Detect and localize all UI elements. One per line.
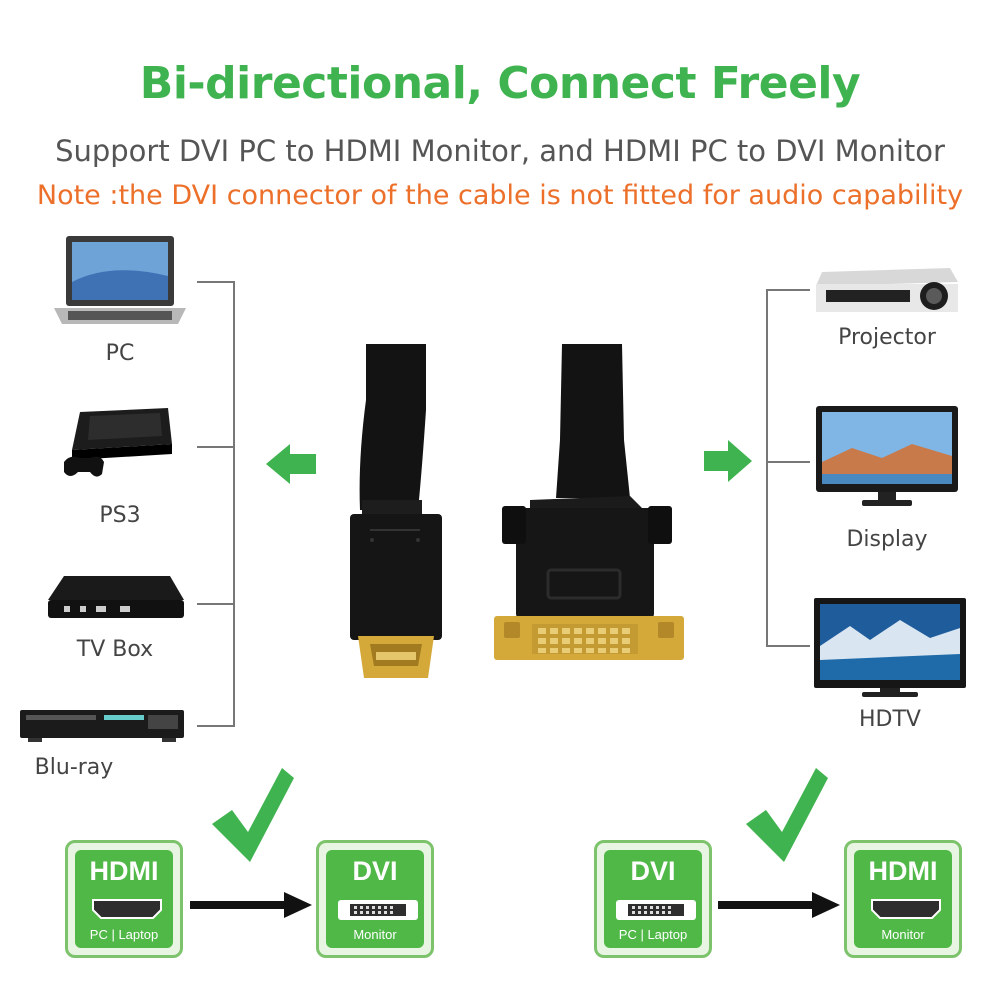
- hdmi-dvi-cable-illustration: [350, 344, 684, 678]
- blu-ray-player-icon: [20, 710, 184, 742]
- page-title: Bi-directional, Connect Freely: [139, 58, 861, 109]
- laptop-icon: [54, 236, 186, 324]
- left-bracket-tick-tvbox: [197, 603, 235, 605]
- subtitle: Support DVI PC to HDMI Monitor, and HDMI…: [55, 134, 945, 168]
- box-panel: HDMI PC | Laptop: [75, 850, 173, 948]
- left-bracket: [197, 281, 235, 727]
- green-arrow-left-icon: [266, 444, 316, 484]
- check-mark-icon-left: [212, 768, 294, 862]
- flow-arrow-left-diagram: [190, 892, 312, 918]
- source-device-ps3: PS3: [50, 400, 190, 530]
- display-label: Display: [846, 527, 928, 552]
- right-bracket-tick-display: [766, 461, 810, 463]
- dvi-port-icon: [338, 900, 418, 920]
- dvi-port-icon: [616, 900, 696, 920]
- source-label: TV Box: [76, 637, 154, 662]
- check-mark-icon-right: [746, 768, 828, 862]
- source-label: PC: [105, 341, 135, 366]
- dvi-source-box: DVI PC | Laptop: [594, 840, 712, 958]
- tv-box-icon: [48, 576, 184, 618]
- box-title: DVI: [352, 856, 398, 886]
- source-device-blu-ray: Blu-ray: [18, 706, 190, 786]
- left-bracket-tick-ps3: [197, 446, 235, 448]
- hdmi-source-box: HDMI PC | Laptop: [65, 840, 183, 958]
- box-subtitle: PC | Laptop: [89, 927, 159, 942]
- source-label: PS3: [99, 503, 141, 528]
- dvi-monitor-box: DVI Monitor: [316, 840, 434, 958]
- source-device-pc: PC: [50, 232, 190, 372]
- hdmi-monitor-box: HDMI Monitor: [844, 840, 962, 958]
- box-panel: HDMI Monitor: [854, 850, 952, 948]
- audio-note: Note :the DVI connector of the cable is …: [36, 180, 964, 211]
- box-title: HDMI: [89, 856, 159, 886]
- box-panel: DVI Monitor: [326, 850, 424, 948]
- display-label: HDTV: [859, 707, 921, 732]
- source-label: Blu-ray: [34, 755, 114, 780]
- box-subtitle: Monitor: [881, 927, 925, 942]
- source-device-tv-box: TV Box: [40, 570, 190, 670]
- box-subtitle: Monitor: [353, 927, 397, 942]
- flow-arrow-right-diagram: [718, 892, 840, 918]
- box-title: DVI: [630, 856, 676, 886]
- box-panel: DVI PC | Laptop: [604, 850, 702, 948]
- display-device-hdtv: HDTV: [810, 596, 974, 736]
- box-title: HDMI: [868, 856, 938, 886]
- hdmi-port-icon: [871, 899, 941, 919]
- display-device-monitor: Display: [812, 404, 972, 554]
- hdtv-icon: [814, 598, 966, 697]
- monitor-icon: [816, 406, 958, 506]
- projector-icon: [816, 268, 958, 312]
- display-label: Projector: [838, 325, 936, 350]
- display-device-projector: Projector: [812, 262, 972, 362]
- box-subtitle: PC | Laptop: [618, 927, 688, 942]
- game-console-icon: [64, 408, 172, 477]
- green-arrow-right-icon: [704, 440, 752, 482]
- hdmi-port-icon: [92, 899, 162, 919]
- right-bracket: [766, 289, 810, 647]
